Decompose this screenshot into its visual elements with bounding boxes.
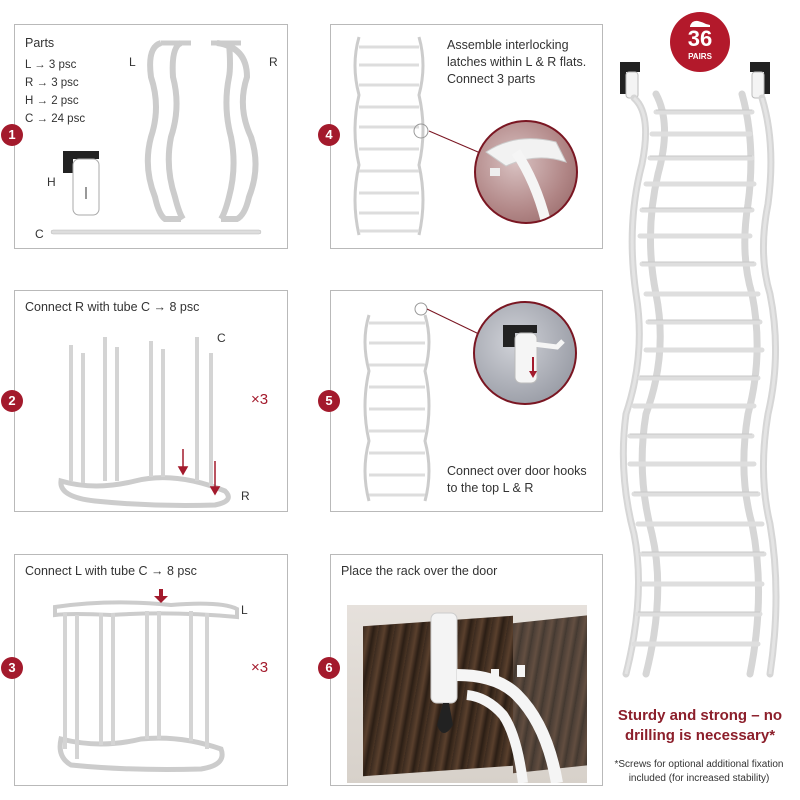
door-photo xyxy=(347,605,587,783)
step-2-multiplier: ×3 xyxy=(251,391,269,408)
step-1-title: Parts xyxy=(25,36,55,50)
step-6-panel: Place the rack over the door xyxy=(330,554,603,786)
label-l: L xyxy=(129,55,136,69)
step-5-text: Connect over door hooks to the top L & R xyxy=(447,464,587,495)
full-rack-illustration xyxy=(619,62,780,678)
footer-headline: Sturdy and strong – no drilling is neces… xyxy=(617,707,783,744)
latch-detail-icon xyxy=(485,138,567,222)
label-c: C xyxy=(35,227,44,241)
rack-hooks-illustration xyxy=(363,302,431,502)
shoe-icon xyxy=(690,20,710,27)
label-r-2: R xyxy=(241,489,250,503)
step-6-badge: 6 xyxy=(318,657,340,679)
latch-zoom-detail xyxy=(474,120,578,224)
pairs-number: 36 xyxy=(687,26,713,51)
step-1-badge: 1 xyxy=(1,124,23,146)
pairs-unit: PAIRS xyxy=(688,52,712,61)
footer-note: *Screws for optional additional fixation… xyxy=(614,759,784,784)
pairs-badge: 36 PAIRS xyxy=(670,12,730,72)
parts-l: L → 3 psc xyxy=(25,59,77,71)
step-6-title: Place the rack over the door xyxy=(341,564,498,578)
label-h: H xyxy=(47,175,56,189)
step-4-panel: Assemble interlocking latches within L &… xyxy=(330,24,603,249)
hook-zoom-detail xyxy=(473,301,577,405)
step-2-panel: Connect R with tube C → 8 psc C R ×3 xyxy=(14,290,288,512)
r-tubes-illustration xyxy=(58,337,231,508)
step-4-badge: 4 xyxy=(318,124,340,146)
l-tubes-illustration xyxy=(53,589,239,772)
hook-detail-icon xyxy=(503,325,565,384)
hook-part-illustration xyxy=(63,151,100,216)
parts-h: H → 2 psc xyxy=(25,95,79,107)
step-3-badge: 3 xyxy=(1,657,23,679)
step-3-title: Connect L with tube C → 8 psc xyxy=(25,564,197,578)
step-5-badge: 5 xyxy=(318,390,340,412)
zoom-connector-line xyxy=(428,130,486,156)
label-c-2: C xyxy=(217,331,226,345)
step-2-title: Connect R with tube C → 8 psc xyxy=(25,300,200,314)
zoom-connector-line-2 xyxy=(426,308,482,336)
step-5-panel: Connect over door hooks to the top L & R xyxy=(330,290,603,512)
step-1-panel: Parts L → 3 psc R → 3 psc H → 2 psc C → … xyxy=(14,24,288,249)
l-flat-illustration xyxy=(144,40,191,222)
step-2-badge: 2 xyxy=(1,390,23,412)
hook-on-door-illustration xyxy=(430,612,563,783)
parts-c: C → 24 psc xyxy=(25,113,86,125)
tube-c-illustration xyxy=(50,229,262,235)
rack-assembly-illustration xyxy=(353,36,429,236)
step-3-panel: Connect L with tube C → 8 psc L ×3 xyxy=(14,554,288,786)
step-3-multiplier: ×3 xyxy=(251,659,269,676)
step-4-text: Assemble interlocking latches within L &… xyxy=(447,38,587,86)
label-r: R xyxy=(269,55,278,69)
label-l-3: L xyxy=(241,603,248,617)
r-flat-illustration xyxy=(211,40,259,222)
parts-r: R → 3 psc xyxy=(25,77,79,89)
